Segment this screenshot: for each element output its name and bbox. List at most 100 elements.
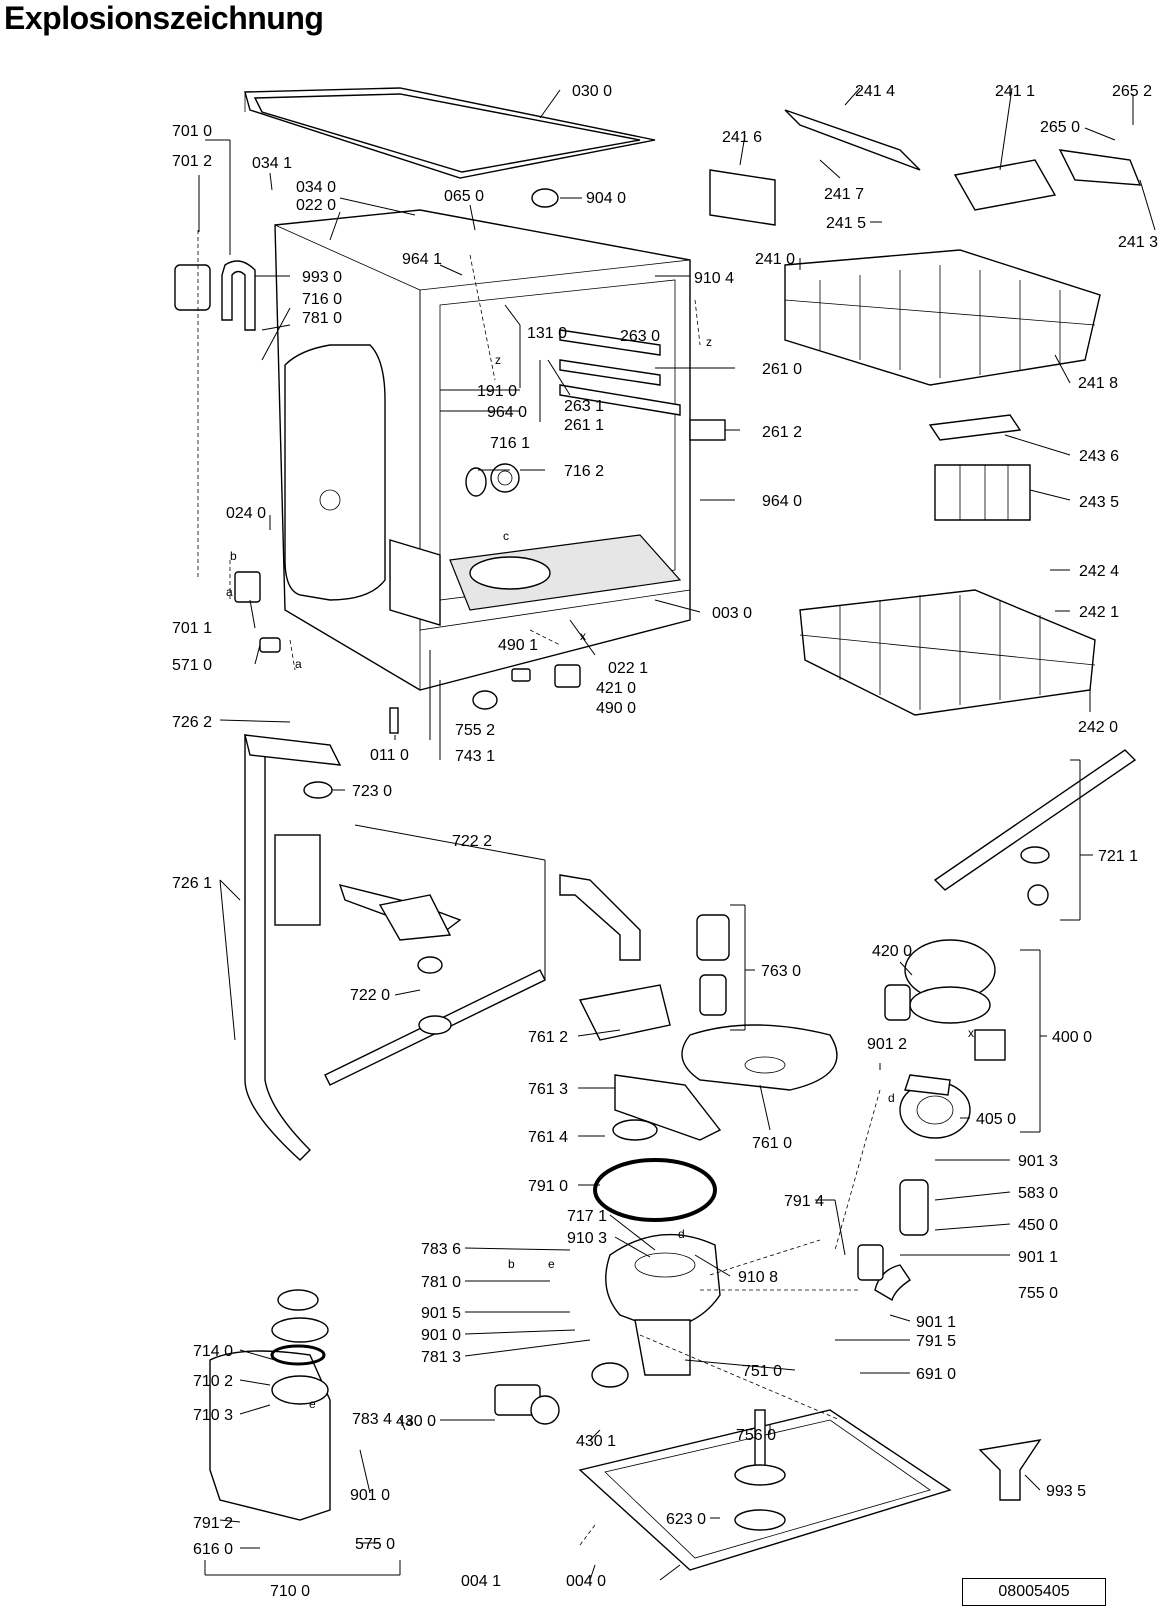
rail-parts (559, 329, 726, 441)
label-964-0-b: 964 0 (762, 493, 802, 510)
label-791-5: 791 5 (916, 1333, 956, 1350)
label-022-0: 022 0 (296, 197, 336, 214)
label-003-0: 003 0 (712, 605, 752, 622)
funnel-993 (978, 1439, 1042, 1501)
sump (591, 1233, 721, 1388)
label-265-0: 265 0 (1040, 119, 1080, 136)
label-721-1: 721 1 (1098, 848, 1138, 865)
spray-holder (338, 884, 462, 941)
lower-basket (799, 589, 1096, 716)
document-number: 08005405 (962, 1578, 1106, 1606)
label-781-3: 781 3 (421, 1349, 461, 1366)
label-242-4: 242 4 (1079, 563, 1119, 580)
label-241-0: 241 0 (755, 251, 795, 268)
label-755-2: 755 2 (455, 722, 495, 739)
label-901-1-a: 901 1 (1018, 1249, 1058, 1266)
label-420-0: 420 0 (872, 943, 912, 960)
leader-lines (198, 87, 1156, 1581)
part-583 (857, 1244, 884, 1281)
label-241-3: 241 3 (1118, 234, 1158, 251)
label-261-1: 261 1 (564, 417, 604, 434)
parts-drawings (174, 87, 1142, 1571)
label-583-0: 583 0 (1018, 1185, 1058, 1202)
page-title: Explosionszeichnung (4, 0, 324, 36)
label-691-0: 691 0 (916, 1366, 956, 1383)
marker-z: z (495, 353, 501, 367)
label-781-0: 781 0 (302, 310, 342, 327)
label-761-4: 761 4 (528, 1129, 568, 1146)
label-722-0: 722 0 (350, 987, 390, 1004)
label-783-4: 783 4 (352, 1411, 392, 1428)
label-781-0-b: 781 0 (421, 1274, 461, 1291)
assembly-dashed-lines (197, 230, 881, 1546)
label-034-0: 034 0 (296, 179, 336, 196)
label-761-2: 761 2 (528, 1029, 568, 1046)
label-405-0: 405 0 (976, 1111, 1016, 1128)
label-241-7: 241 7 (824, 186, 864, 203)
label-030-0: 030 0 (572, 83, 612, 100)
part-011 (389, 707, 399, 734)
label-242-1: 242 1 (1079, 604, 1119, 621)
label-901-1-b: 901 1 (916, 1314, 956, 1331)
label-575-0: 575 0 (355, 1536, 395, 1553)
label-616-0: 616 0 (193, 1541, 233, 1558)
label-791-4: 791 4 (784, 1193, 824, 1210)
label-710-3: 710 3 (193, 1407, 233, 1424)
label-242-0: 242 0 (1078, 719, 1118, 736)
label-261-2: 261 2 (762, 424, 802, 441)
cutlery-basket (928, 414, 1031, 521)
label-261-0: 261 0 (762, 361, 802, 378)
label-004-1: 004 1 (461, 1573, 501, 1590)
label-964-1: 964 1 (402, 251, 442, 268)
part-723 (303, 781, 333, 799)
marker-b: b (230, 549, 237, 563)
label-263-0: 263 0 (620, 328, 660, 345)
water-channel (559, 874, 838, 1141)
label-243-6: 243 6 (1079, 448, 1119, 465)
label-791-0: 791 0 (528, 1178, 568, 1195)
marker-d: d (678, 1227, 685, 1241)
label-241-8: 241 8 (1078, 375, 1118, 392)
label-241-5: 241 5 (826, 215, 866, 232)
marker-d: d (888, 1091, 895, 1105)
label-755-0: 755 0 (1018, 1285, 1058, 1302)
label-430-0: 430 0 (396, 1413, 436, 1430)
upper-spray-arm (933, 749, 1137, 906)
reference-markers: z z c x x a a a b b d d e e (226, 335, 974, 1428)
label-716-2: 716 2 (564, 463, 604, 480)
valve-701 (174, 264, 211, 311)
marker-z: z (706, 335, 712, 349)
marker-e: e (309, 1397, 316, 1411)
marker-e: e (548, 1257, 555, 1271)
pump-assembly (884, 939, 1006, 1061)
label-904-0: 904 0 (586, 190, 626, 207)
label-701-0: 701 0 (172, 123, 212, 140)
marker-b: b (508, 1257, 515, 1271)
hose-450 (899, 1179, 929, 1236)
circles-716 (465, 463, 520, 497)
part-904 (531, 188, 559, 208)
label-910-8: 910 8 (738, 1269, 778, 1286)
label-726-1: 726 1 (172, 875, 212, 892)
part-430 (494, 1384, 560, 1425)
label-011-0: 011 0 (370, 747, 409, 764)
label-490-1: 490 1 (498, 637, 538, 654)
label-400-0: 400 0 (1052, 1029, 1092, 1046)
label-783-6: 783 6 (421, 1241, 461, 1258)
label-763-0: 763 0 (761, 963, 801, 980)
hose-993 (221, 260, 256, 331)
marker-a: a (226, 585, 233, 599)
label-022-1: 022 1 (608, 660, 648, 677)
label-901-0-a: 901 0 (421, 1327, 461, 1344)
salt-container (209, 1289, 331, 1521)
label-065-0: 065 0 (444, 188, 484, 205)
label-571-0: 571 0 (172, 657, 212, 674)
label-761-0: 761 0 (752, 1135, 792, 1152)
label-490-0: 490 0 (596, 700, 636, 717)
label-263-1: 263 1 (564, 398, 604, 415)
upper-basket (784, 249, 1101, 386)
marker-a: a (406, 1414, 413, 1428)
label-701-1: 701 1 (172, 620, 212, 637)
label-993-0: 993 0 (302, 269, 342, 286)
marker-a: a (295, 657, 302, 671)
